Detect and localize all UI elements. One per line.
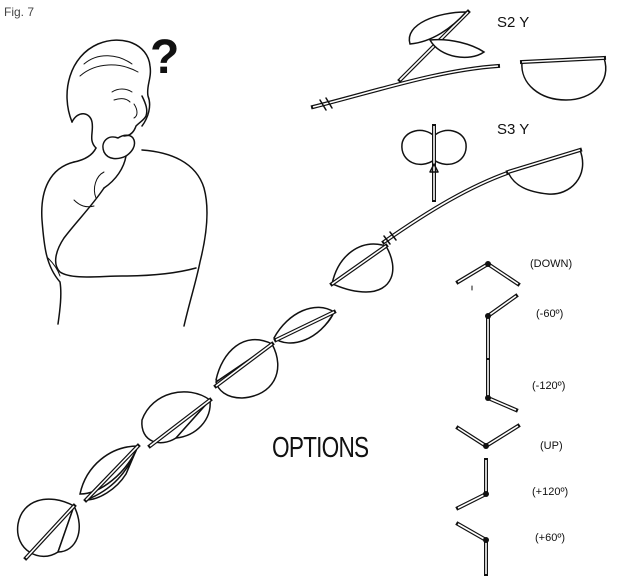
option-label-minus60: (-60º) bbox=[536, 308, 564, 320]
option-label-plus60: (+60º) bbox=[535, 532, 566, 544]
thinking-man-illustration bbox=[41, 39, 208, 327]
question-mark: ? bbox=[150, 31, 180, 84]
s3-variant-illustration bbox=[381, 124, 584, 245]
option-label-down: (DOWN) bbox=[530, 258, 573, 270]
s2-variant-illustration bbox=[310, 9, 607, 111]
option-plus120-icon bbox=[455, 458, 489, 511]
option-down-icon bbox=[455, 261, 521, 291]
option-up-icon bbox=[455, 423, 521, 449]
s2-label: S2 Y bbox=[497, 14, 530, 31]
option-angle-icons bbox=[455, 261, 521, 576]
options-title: OPTIONS bbox=[272, 432, 369, 464]
option-plus60-icon bbox=[455, 521, 489, 576]
s3-label: S3 Y bbox=[497, 121, 530, 138]
shade-rotation-sequence bbox=[16, 243, 394, 561]
figure-label: Fig. 7 bbox=[4, 5, 35, 19]
option-minus120-icon bbox=[485, 358, 519, 413]
option-minus60-icon bbox=[485, 293, 519, 360]
option-label-minus120: (-120º) bbox=[532, 380, 566, 392]
option-label-up: (UP) bbox=[540, 440, 563, 452]
option-label-plus120: (+120º) bbox=[532, 486, 569, 498]
